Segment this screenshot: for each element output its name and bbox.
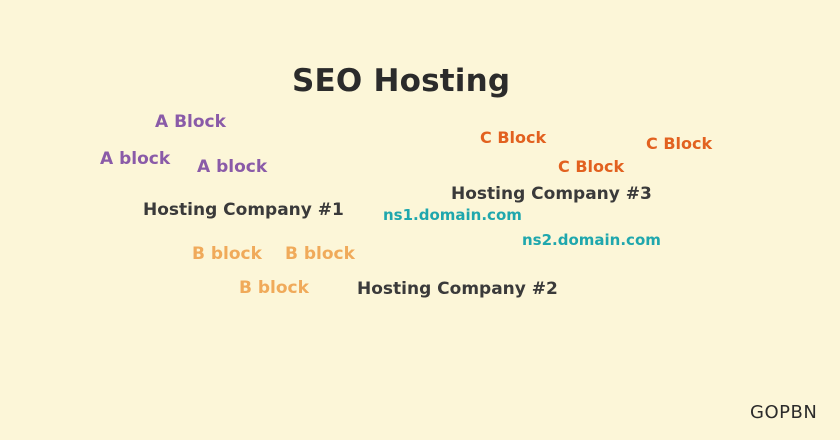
page-title: SEO Hosting	[292, 63, 511, 99]
hosting-company-3: Hosting Company #3	[451, 184, 652, 204]
a-block-label-1: A Block	[155, 112, 226, 132]
a-block-label-3: A block	[197, 157, 268, 177]
a-block-label-2: A block	[100, 149, 171, 169]
c-block-label-3: C Block	[558, 157, 625, 176]
c-block-label-1: C Block	[480, 128, 547, 147]
b-block-label-2: B block	[285, 244, 355, 264]
nameserver-1: ns1.domain.com	[383, 206, 522, 224]
hosting-company-1: Hosting Company #1	[143, 200, 344, 220]
brand-logo: GOPBN	[750, 402, 818, 423]
c-block-label-2: C Block	[646, 134, 713, 153]
b-block-label-3: B block	[239, 278, 309, 298]
hosting-company-2: Hosting Company #2	[357, 279, 558, 299]
b-block-label-1: B block	[192, 244, 262, 264]
nameserver-2: ns2.domain.com	[522, 231, 661, 249]
